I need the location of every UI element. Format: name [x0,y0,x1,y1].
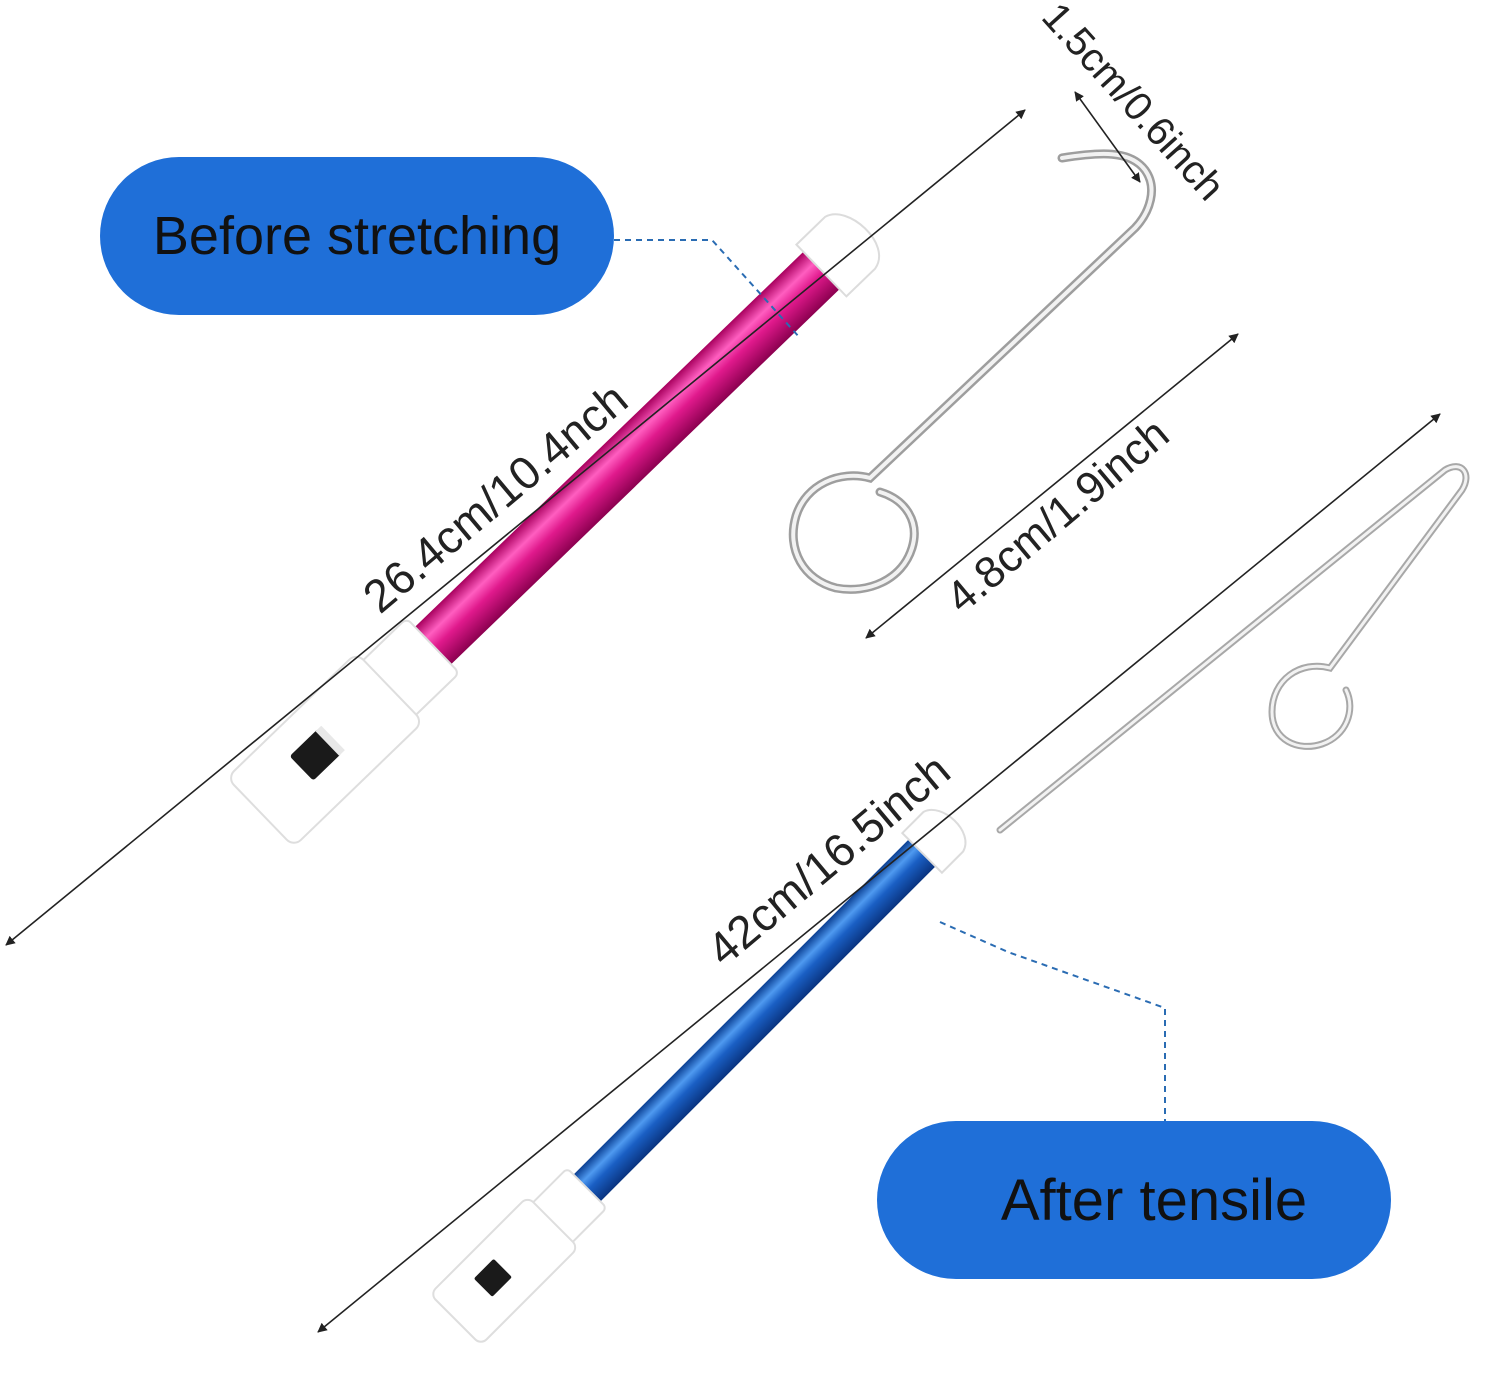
cap-width-dimension-line [1074,91,1141,183]
cap-width-label: 1.5cm/0.6inch [1033,0,1232,209]
pink-mouthpiece [230,619,458,844]
dimension-lines [5,91,1441,1333]
wire-depth-label: 4.8cm/1.9inch [937,409,1178,623]
after-tensile-label: After tensile [877,1121,1391,1279]
blue-mouthpiece [432,1169,606,1343]
after-guide-line [939,921,1166,1121]
before-stretching-label: Before stretching [100,157,614,315]
wire-depth-dimension-line [865,333,1239,639]
total-length-dimension-line [317,413,1441,1333]
